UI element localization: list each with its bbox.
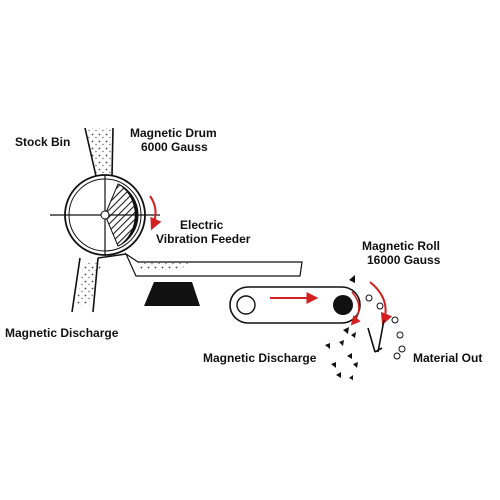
label-magnetic-discharge-right: Magnetic Discharge [203, 351, 317, 365]
magnetic-particles [325, 275, 358, 380]
roll-inner-arrow [350, 291, 361, 326]
conveyor-belt [229, 286, 361, 324]
magnetic-discharge-chute-left [71, 253, 127, 313]
label-stock-bin: Stock Bin [15, 135, 70, 149]
label-vibration-feeder: Vibration Feeder [156, 232, 251, 246]
stock-bin [84, 127, 114, 177]
vibration-feeder [124, 252, 303, 306]
material-out-particles [365, 294, 406, 360]
label-material-out: Material Out [413, 351, 482, 365]
label-magnetic-drum: Magnetic Drum [130, 126, 217, 140]
drum-rotation-arrow [149, 195, 162, 231]
roll-rotation-arrow [369, 281, 393, 326]
magnetic-drum [50, 174, 160, 256]
label-magnetic-discharge-left: Magnetic Discharge [5, 326, 119, 340]
label-drum-gauss: 6000 Gauss [141, 140, 208, 154]
label-electric: Electric [180, 218, 224, 232]
splitter [367, 319, 385, 353]
label-magnetic-roll: Magnetic Roll [362, 239, 440, 253]
label-roll-gauss: 16000 Gauss [367, 253, 441, 267]
